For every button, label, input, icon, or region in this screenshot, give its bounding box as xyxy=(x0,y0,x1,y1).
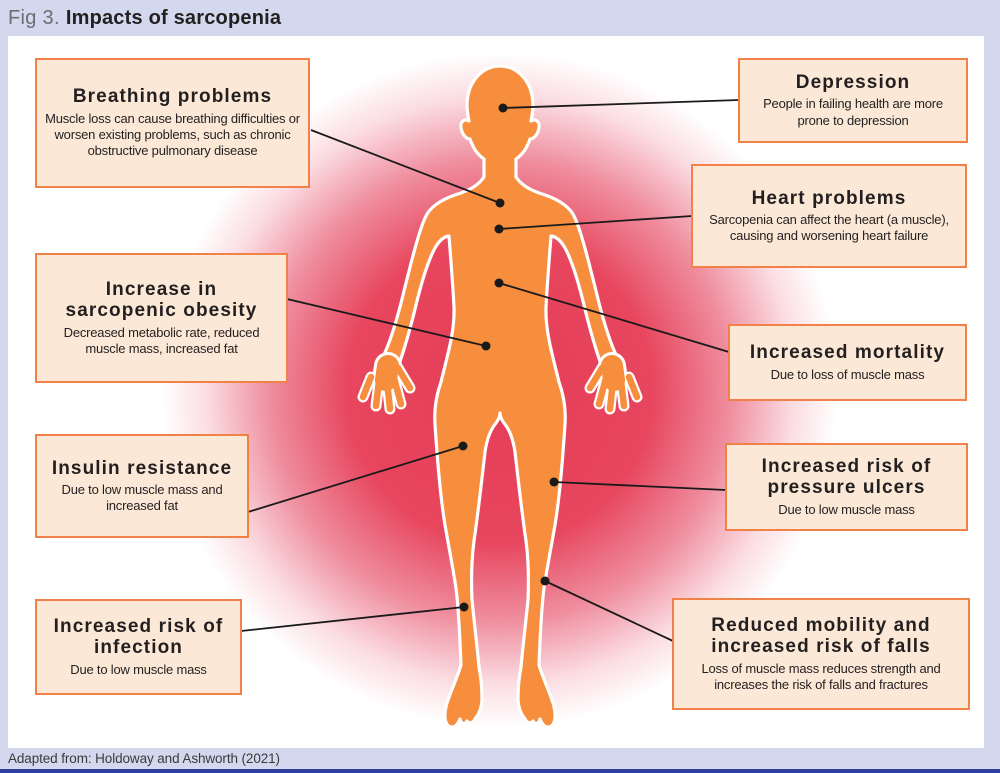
callout-body: People in failing health are more prone … xyxy=(763,96,943,128)
callout-body: Due to low muscle mass xyxy=(70,661,207,677)
callout-connectors xyxy=(240,99,740,642)
connector-pressure-ulcers xyxy=(553,481,727,491)
callout-infection-risk: Increased risk of infection Due to low m… xyxy=(35,599,242,695)
callout-body: Due to loss of muscle mass xyxy=(770,366,925,382)
dot-heart-problems xyxy=(494,224,504,234)
dot-depression xyxy=(498,103,508,113)
callout-anchor-dots xyxy=(458,103,559,612)
callout-heart-problems: Heart problems Sarcopenia can affect the… xyxy=(691,164,967,268)
source-credit-bar: Adapted from: Holdoway and Ashworth (202… xyxy=(0,748,1000,769)
dot-insulin-resistance xyxy=(458,441,468,451)
callout-body: Muscle loss can cause breathing difficul… xyxy=(45,110,300,159)
dot-breathing-problems xyxy=(495,198,505,208)
connector-depression xyxy=(502,99,740,109)
callout-heading: Depression xyxy=(795,72,911,94)
callout-increased-mortality: Increased mortality Due to loss of muscl… xyxy=(728,324,967,401)
left-hand xyxy=(359,355,414,413)
callout-heading: Reduced mobility and increased risk of f… xyxy=(711,614,931,658)
connector-insulin-resistance xyxy=(247,445,464,513)
callout-body: Due to low muscle mass xyxy=(778,501,915,517)
dot-reduced-mobility xyxy=(540,576,550,586)
callout-heading: Increased risk of pressure ulcers xyxy=(761,456,932,499)
callout-insulin-resistance: Insulin resistance Due to low muscle mas… xyxy=(35,434,249,538)
connector-infection-risk xyxy=(240,606,465,632)
dot-increased-mortality xyxy=(494,278,504,288)
callout-body: Due to low muscle mass and increased fat xyxy=(61,481,223,514)
connector-sarcopenic-obesity xyxy=(286,298,487,347)
callout-heading: Increased mortality xyxy=(749,342,946,364)
connector-increased-mortality xyxy=(498,282,730,353)
human-body-silhouette xyxy=(380,64,620,729)
bottom-accent-strip xyxy=(0,769,1000,773)
dot-infection-risk xyxy=(459,602,469,612)
connector-reduced-mobility xyxy=(544,580,674,642)
callout-heading: Increase in sarcopenic obesity xyxy=(65,278,258,322)
figure-title-bar: Fig 3. Impacts of sarcopenia xyxy=(8,0,1000,36)
callout-body: Sarcopenia can affect the heart (a muscl… xyxy=(709,211,949,244)
callout-reduced-mobility: Reduced mobility and increased risk of f… xyxy=(672,598,970,710)
callout-heading: Breathing problems xyxy=(72,86,273,108)
source-credit: Adapted from: Holdoway and Ashworth (202… xyxy=(8,751,280,766)
connector-heart-problems xyxy=(498,215,693,230)
callout-depression: Depression People in failing health are … xyxy=(738,58,968,143)
figure-number-label: Fig 3. xyxy=(8,6,60,29)
callout-heading: Heart problems xyxy=(751,187,907,209)
callout-sarcopenic-obesity: Increase in sarcopenic obesity Decreased… xyxy=(35,253,288,383)
callout-breathing-problems: Breathing problems Muscle loss can cause… xyxy=(35,58,310,188)
dot-sarcopenic-obesity xyxy=(481,341,491,351)
dot-pressure-ulcers xyxy=(549,477,559,487)
callout-body: Loss of muscle mass reduces strength and… xyxy=(701,660,941,692)
right-hand xyxy=(586,355,641,413)
callout-heading: Increased risk of infection xyxy=(53,616,224,659)
callout-body: Decreased metabolic rate, reduced muscle… xyxy=(63,324,260,356)
page-title: Impacts of sarcopenia xyxy=(65,6,282,29)
callout-pressure-ulcers: Increased risk of pressure ulcers Due to… xyxy=(725,443,968,531)
connector-breathing-problems xyxy=(310,129,501,204)
callout-heading: Insulin resistance xyxy=(51,457,233,479)
